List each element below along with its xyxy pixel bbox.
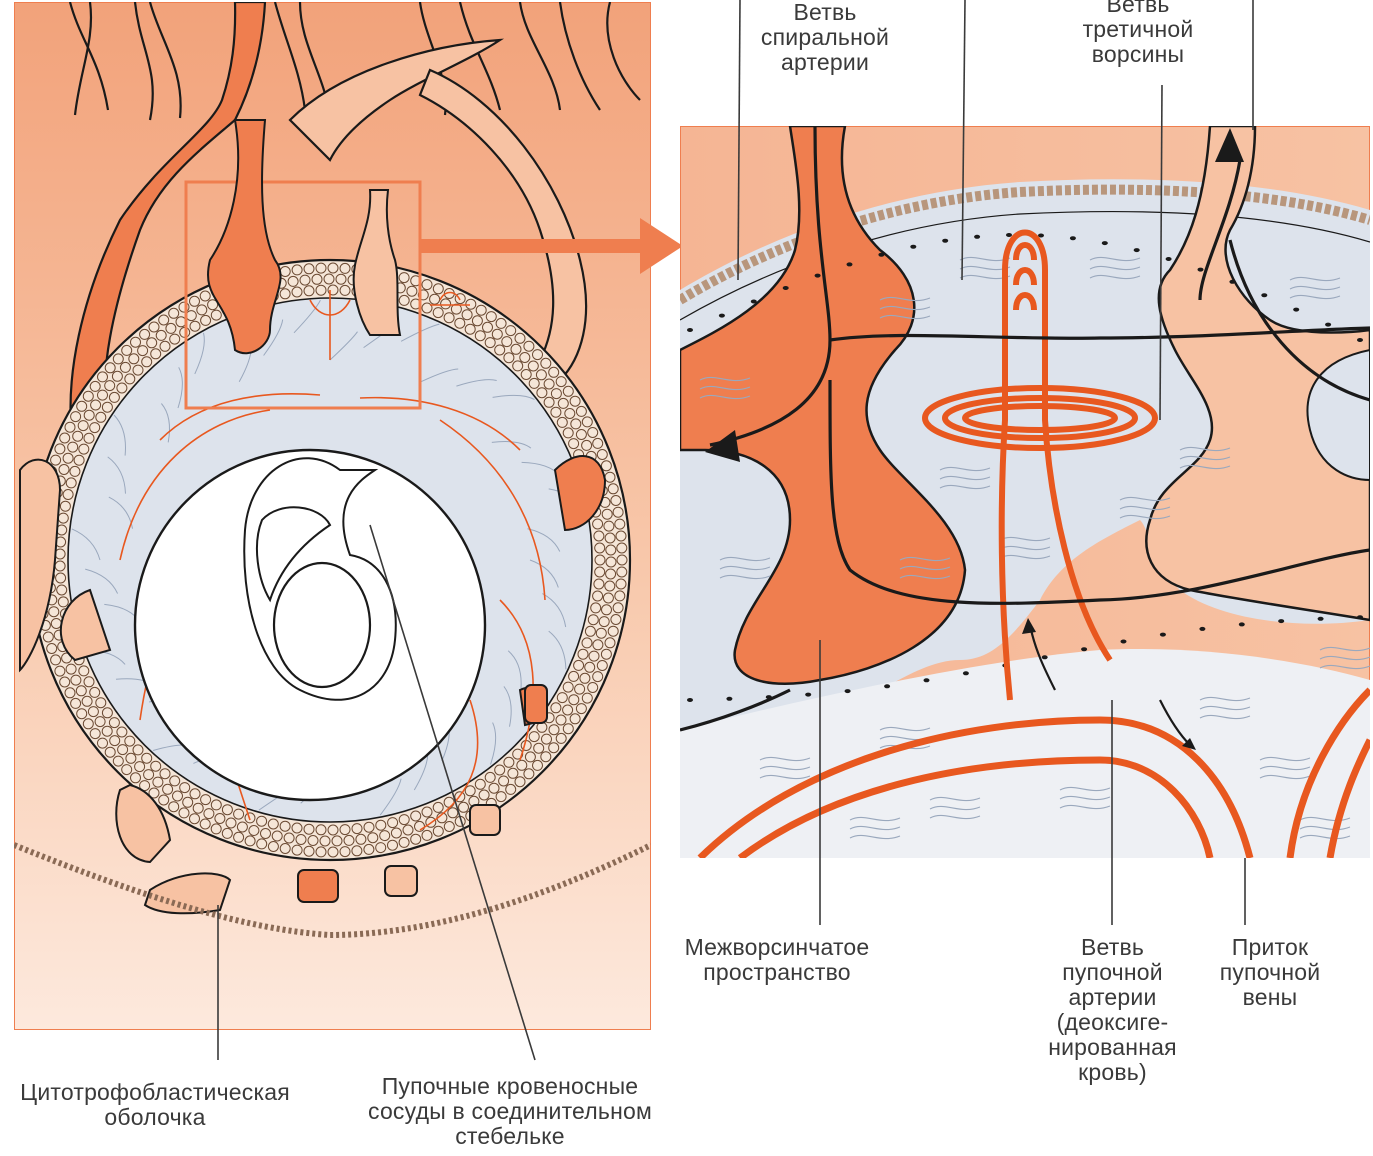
label-umbilical-vein-tributary: Приток пупочной вены bbox=[1195, 935, 1345, 1010]
label-umbilical-artery-branch: Ветвь пупочной артерии (деоксиге- нирова… bbox=[1030, 935, 1195, 1085]
label-umbilical-vessels-stalk: Пупочные кровеносные сосуды в соединител… bbox=[355, 1074, 665, 1149]
label-tertiary-villus-branch: Ветвь третичной ворсины bbox=[1058, 0, 1218, 67]
left-panel bbox=[14, 2, 651, 1030]
label-cytotrophoblastic-shell: Цитотрофобластическая оболочка bbox=[5, 1080, 305, 1130]
label-intervillous-space: Межворсинчатое пространство bbox=[672, 935, 882, 985]
right-panel bbox=[680, 126, 1370, 858]
embryonic-disc bbox=[274, 563, 370, 687]
label-spiral-artery-branch: Ветвь спиральной артерии bbox=[745, 0, 905, 75]
